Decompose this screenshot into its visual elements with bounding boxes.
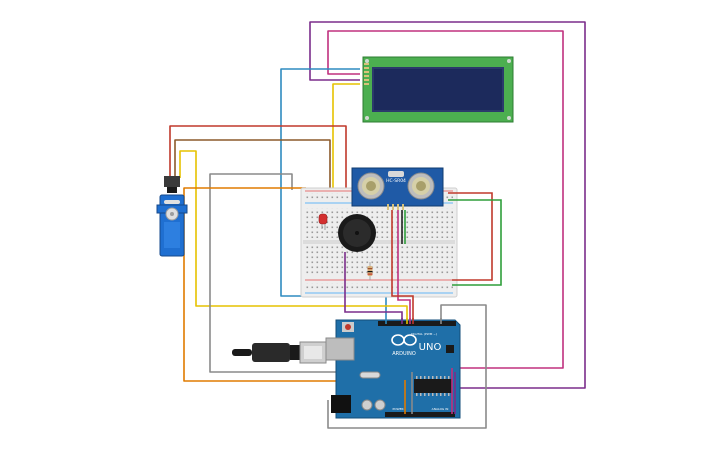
wire-blue-lcd[interactable]: [280, 68, 387, 318]
lcd-pin-header: [364, 63, 369, 85]
resistor-icon[interactable]: [367, 262, 373, 280]
usb-port: [325, 337, 355, 361]
sensor-model-label: HC-SR04: [386, 178, 406, 184]
red-led-icon[interactable]: [318, 213, 328, 230]
servo-motor-icon[interactable]: [156, 176, 188, 257]
power-header-label: POWER: [392, 407, 403, 411]
digital-header: [378, 321, 456, 326]
wire-yellow-lcd[interactable]: [332, 83, 360, 190]
wire-purple-buzzer[interactable]: [344, 252, 403, 322]
arduino-brand-label: ARDUINO: [392, 351, 416, 357]
usb-cable-icon[interactable]: [232, 341, 327, 364]
arduino-model-label: UNO: [419, 342, 442, 353]
lcd-16x2-icon[interactable]: [362, 56, 514, 123]
arduino-uno-icon[interactable]: ARDUINO UNO DIGITAL (PWM ~) POWER ANALOG…: [325, 319, 461, 419]
digital-header-label: DIGITAL (PWM ~): [411, 332, 437, 336]
piezo-buzzer-icon[interactable]: [338, 214, 376, 252]
wire-gray-right[interactable]: [327, 304, 487, 429]
chip-pins: [416, 376, 450, 396]
power-header: [385, 412, 455, 417]
microcontroller-chip: [414, 379, 452, 393]
wire-red-arduino[interactable]: [391, 210, 414, 322]
wire-layer-front: [385, 318, 456, 414]
analog-header-label: ANALOG IN: [432, 407, 449, 411]
wire-magenta-sensor[interactable]: [397, 210, 411, 322]
wire-yellow-servo[interactable]: [179, 150, 408, 322]
power-jack: [331, 395, 351, 413]
wire-red-jumper[interactable]: [448, 192, 493, 281]
arduino-logo-icon: [391, 334, 417, 346]
wire-green-jumper[interactable]: [448, 199, 502, 286]
sensor-pins: [387, 204, 404, 210]
wire-red-servo[interactable]: [169, 125, 347, 190]
wire-brown-servo[interactable]: [174, 139, 331, 190]
ultrasonic-sensor-icon[interactable]: HC-SR04: [351, 167, 444, 210]
wire-layer-mid: [344, 192, 502, 322]
